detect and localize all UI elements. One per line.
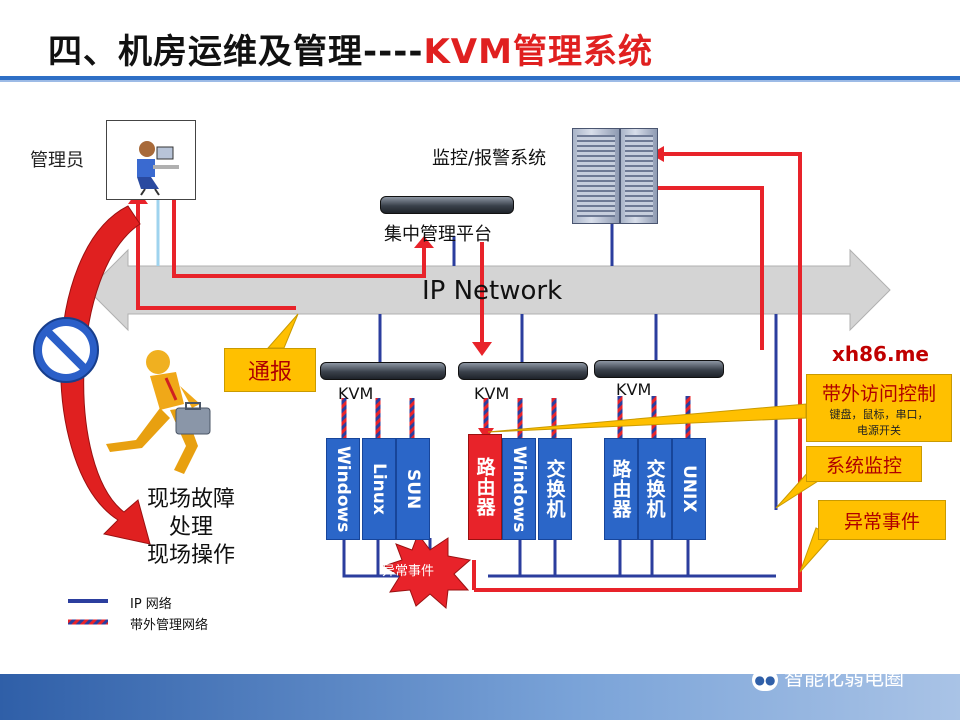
abnormal-callout: 异常事件 xyxy=(818,500,946,540)
oob-line1: 键盘，鼠标，串口， xyxy=(829,407,929,421)
oob-line2: 电源开关 xyxy=(857,423,901,437)
kvm-chassis-2 xyxy=(458,362,588,380)
running-man-icon xyxy=(106,350,211,474)
legend-oob-label: 带外管理网络 xyxy=(130,618,209,633)
site-line3: 现场操作 xyxy=(146,543,235,568)
monitor-label: 监控/报警系统 xyxy=(432,148,547,169)
arrowhead-kvm2 xyxy=(472,342,492,356)
oob-title: 带外访问控制 xyxy=(821,382,936,405)
platform-chassis xyxy=(380,196,514,214)
server-tower-icon xyxy=(572,128,620,224)
device-router-red: 路由器 xyxy=(468,434,502,540)
kvm-label-2: KVM xyxy=(474,384,510,403)
oob-callout: 带外访问控制 键盘，鼠标，串口， 电源开关 xyxy=(806,374,952,442)
admin-label: 管理员 xyxy=(30,150,84,171)
event-burst-label: 异常事件 xyxy=(382,564,435,579)
kvm-chassis-1 xyxy=(320,362,446,380)
footer-bar xyxy=(0,674,960,720)
kvm-chassis-3 xyxy=(594,360,724,378)
device-switch-1: 交换机 xyxy=(538,438,572,540)
device-router-2: 路由器 xyxy=(604,438,638,540)
device-label: Windows xyxy=(509,445,529,533)
admin-box xyxy=(106,120,196,200)
kvm-label-3: KVM xyxy=(616,380,652,399)
explosion-icon xyxy=(382,532,472,610)
device-label: Windows xyxy=(333,445,353,533)
site-text: 现场故障 处理 现场操作 xyxy=(136,486,246,570)
page-title: 四、机房运维及管理----KVM管理系统 xyxy=(48,24,653,73)
device-unix: UNIX xyxy=(672,438,706,540)
wechat-icon: ●● xyxy=(752,668,778,691)
wechat-brand: ●● 智能化弱电圈 xyxy=(752,662,904,691)
server-tower-icon-2 xyxy=(620,128,658,224)
device-linux: Linux xyxy=(362,438,396,540)
notify-callout: 通报 xyxy=(224,348,316,392)
network-label: IP Network xyxy=(422,276,563,306)
ip-lines xyxy=(156,196,778,578)
site-line1: 现场故障 xyxy=(146,487,235,512)
oob-callout-pointer xyxy=(487,403,807,433)
device-label: UNIX xyxy=(679,465,699,513)
device-windows-2: Windows xyxy=(502,438,536,540)
platform-label: 集中管理平台 xyxy=(384,224,492,245)
device-label: 路由器 xyxy=(609,459,632,519)
watermark: xh86.me xyxy=(832,342,929,366)
device-windows-1: Windows xyxy=(326,438,360,540)
device-sun: SUN xyxy=(396,438,430,540)
wechat-text: 智能化弱电圈 xyxy=(784,666,904,690)
device-switch-2: 交换机 xyxy=(638,438,672,540)
notify-callout-pointer xyxy=(266,313,299,349)
sys-monitor-text: 系统监控 xyxy=(825,454,902,477)
legend-ip-label: IP 网络 xyxy=(130,597,172,612)
site-line2: 处理 xyxy=(168,515,213,540)
title-main: 四、机房运维及管理---- xyxy=(48,32,424,72)
abnormal-text: 异常事件 xyxy=(843,510,920,533)
red-paths xyxy=(136,152,802,592)
sys-monitor-callout: 系统监控 xyxy=(806,446,922,482)
title-rule-secondary xyxy=(0,80,960,82)
device-label: 路由器 xyxy=(473,457,496,517)
person-computer-icon xyxy=(137,141,179,196)
device-label: 交换机 xyxy=(543,459,566,519)
notify-text: 通报 xyxy=(247,360,292,385)
no-entry-icon xyxy=(33,317,99,383)
device-label: 交换机 xyxy=(643,459,666,519)
kvm-label-1: KVM xyxy=(338,384,374,403)
device-label: SUN xyxy=(403,468,423,510)
title-accent: KVM管理系统 xyxy=(423,32,653,72)
device-label: Linux xyxy=(369,463,389,515)
oob-lines xyxy=(341,396,691,440)
title-rule xyxy=(0,76,960,80)
curved-red-arrow xyxy=(60,205,151,545)
arrowhead-platform xyxy=(414,236,434,248)
